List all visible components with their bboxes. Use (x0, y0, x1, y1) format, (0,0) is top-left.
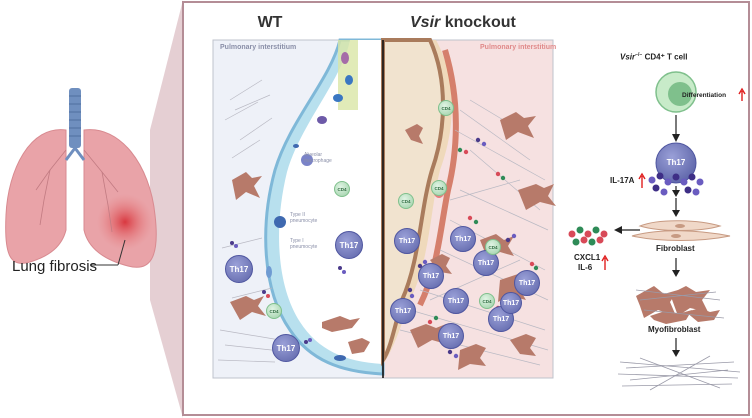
wt-cytokines (230, 241, 346, 344)
th17-cell-label: Th17 (229, 264, 249, 274)
type1-pneumocyte-label: Type I pneumocyte (290, 238, 318, 250)
cd4-cell-label: CD4 (401, 198, 411, 204)
cd4-cell: CD4 (479, 293, 495, 309)
th17-flow-label: Th17 (666, 158, 686, 167)
il17a-up-arrow (638, 172, 646, 188)
cd4-cell: CD4 (485, 239, 501, 255)
arrow-head-3 (672, 210, 680, 217)
wt-epithelium (317, 40, 358, 124)
th17-cell: Th17 (335, 231, 363, 259)
arrow-head-left (614, 226, 622, 234)
wt-macrophages (266, 144, 346, 361)
alveolar-macrophage-label: Alveolar macrophage (304, 152, 332, 164)
cd4-cell: CD4 (431, 180, 447, 196)
myofibroblast-label: Myofibroblast (648, 325, 701, 334)
lung-fibrosis-label: Lung fibrosis (12, 258, 98, 275)
th17-cell: Th17 (272, 334, 300, 362)
th17-cell-label: Th17 (339, 240, 359, 250)
fibroblast-label: Fibroblast (656, 244, 695, 253)
th17-cell-label: Th17 (518, 279, 536, 287)
th17-cell: Th17 (438, 323, 464, 349)
cd4-cell: CD4 (398, 193, 414, 209)
cd4-cell-label: CD4 (488, 244, 498, 250)
cd4-cell-label: CD4 (337, 186, 347, 192)
cd4-cell-label: CD4 (269, 308, 279, 314)
cd4-cell: CD4 (334, 181, 350, 197)
cd4-gene: Vsir (620, 52, 636, 62)
th17-cell-label: Th17 (492, 315, 510, 323)
cd4-superscript: −/− (635, 52, 643, 58)
cd4-cell-label: CD4 (434, 185, 444, 191)
th17-cell-label: Th17 (442, 332, 460, 340)
cxcl1-label: CXCL1 (574, 253, 601, 262)
cd4-cell: CD4 (266, 303, 282, 319)
cd4-t-cell-top (655, 71, 697, 113)
th17-cell: Th17 (390, 298, 416, 324)
il17a-label: IL-17A (610, 176, 635, 185)
th17-cell-label: Th17 (398, 237, 416, 245)
th17-cell: Th17 (225, 255, 253, 283)
th17-cell: Th17 (500, 292, 522, 314)
th17-cell: Th17 (514, 270, 540, 296)
il17a-cytokines (648, 172, 704, 196)
knockout-gene: Vsir (410, 14, 441, 31)
lung-label-leader-2 (117, 239, 126, 266)
th17-cell-label: Th17 (422, 272, 440, 280)
th17-cell-label: Th17 (276, 343, 296, 353)
cd4-cell-label: CD4 (441, 105, 451, 111)
lung-illustration (5, 88, 157, 268)
myofibroblast-fibers (635, 289, 725, 319)
th17-cell-label: Th17 (477, 259, 495, 267)
cxcl1-up-arrow (601, 254, 609, 270)
th17-cell-label: Th17 (502, 299, 520, 307)
arrow-head-5 (672, 350, 680, 357)
type2-pneumocyte-label: Type II pneumocyte (290, 212, 318, 224)
wt-title: WT (257, 14, 283, 31)
th17-cell-label: Th17 (447, 297, 465, 305)
wt-fibers (217, 79, 291, 363)
cd4-suffix: CD4⁺ T cell (642, 52, 688, 62)
th17-cell: Th17 (418, 263, 444, 289)
knockout-suffix: knockout (440, 14, 516, 31)
th17-cell: Th17 (443, 288, 469, 314)
cxcl1-cytokines (568, 226, 608, 246)
wt-alveolar-space (279, 40, 383, 364)
differentiation-label: Differentiation (682, 92, 727, 99)
ko-interstitium-label: Pulmonary interstitium (480, 44, 557, 51)
cd4-cell: CD4 (438, 100, 454, 116)
cd4-t-cell-title: Vsir−/− CD4⁺ T cell (620, 52, 687, 62)
th17-cell: Th17 (450, 226, 476, 252)
zoom-connector (150, 0, 183, 418)
wt-fibroblasts (230, 172, 370, 354)
th17-cell: Th17 (394, 228, 420, 254)
fibroblast-nucleus-2 (671, 234, 681, 238)
differentiation-up-arrow (738, 87, 746, 101)
extracellular-matrix (617, 355, 741, 391)
th17-cell-label: Th17 (454, 235, 472, 243)
fibroblast-nucleus-1 (675, 224, 685, 228)
cd4-cell-label: CD4 (482, 298, 492, 304)
arrow-head-4 (672, 270, 680, 277)
knockout-title: Vsir knockout (410, 14, 516, 32)
arrow-head-2 (672, 190, 680, 197)
th17-flow-cell (655, 142, 697, 184)
arrow-head-1 (672, 134, 680, 142)
il6-label: IL-6 (578, 263, 593, 272)
th17-cell-label: Th17 (394, 307, 412, 315)
wt-interstitium-label: Pulmonary interstitium (220, 44, 297, 51)
